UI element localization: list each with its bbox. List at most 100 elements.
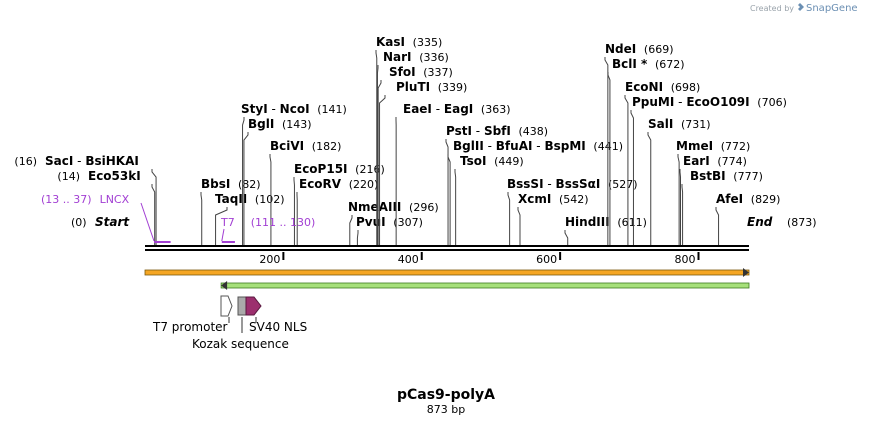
enzyme-label-part: SfoI — [389, 65, 416, 79]
enzyme-site-sfoi[interactable]: SfoI (337) — [377, 65, 453, 245]
enzyme-site-sali[interactable]: SalI (731) — [647, 117, 711, 245]
enzyme-site-styi[interactable]: StyI - NcoI (141) — [241, 102, 347, 245]
enzyme-label-part: (363) — [481, 103, 511, 116]
enzyme-label-kasi[interactable]: KasI (335) — [376, 35, 442, 49]
enzyme-site-tsoi[interactable]: TsoI (449) — [454, 154, 524, 245]
orange-forward-feature-bar[interactable] — [144, 269, 750, 276]
primer-label-t7[interactable]: T7 (111 .. 130) — [220, 213, 315, 230]
green-reverse-feature[interactable] — [220, 281, 750, 290]
enzyme-site-bglii[interactable]: BglII - BfuAI - BspMI (441) — [447, 139, 623, 245]
enzyme-label-bstbi[interactable]: BstBI (777) — [690, 169, 763, 183]
enzyme-label-sfoi[interactable]: SfoI (337) — [389, 65, 453, 79]
enzyme-label-pluti[interactable]: PluTI (339) — [396, 80, 467, 94]
enzyme-label-psti[interactable]: PstI - SbfI (438) — [446, 124, 548, 138]
enzyme-label-nmeaiii[interactable]: NmeAIII (296) — [348, 200, 439, 214]
enzyme-label-hindiii[interactable]: HindIII (611) — [565, 215, 647, 229]
enzyme-site-nari[interactable]: NarI (336) — [376, 50, 449, 245]
enzyme-label-bcli[interactable]: BclI * (672) — [612, 57, 685, 71]
enzyme-label-styi[interactable]: StyI - NcoI (141) — [241, 102, 347, 116]
enzyme-cut-line-bsssi — [507, 192, 511, 245]
enzyme-site-afei[interactable]: AfeI (829) — [715, 192, 780, 245]
plasmid-title: pCas9-polyA — [397, 387, 495, 403]
enzyme-label-part: (438) — [519, 125, 549, 138]
enzyme-site-nmeaiii[interactable]: NmeAIII (296) — [348, 200, 439, 245]
enzyme-site-ecorv[interactable]: EcoRV (220) — [296, 177, 378, 245]
enzyme-label-part: (307) — [393, 216, 423, 229]
enzyme-cut-line-bbsi — [200, 192, 203, 245]
enzyme-label-tsoi[interactable]: TsoI (449) — [460, 154, 524, 168]
enzyme-label-part: (527) — [608, 178, 638, 191]
enzyme-label-mmei[interactable]: MmeI (772) — [676, 139, 750, 153]
enzyme-site-eco53ki[interactable]: Eco53kI(14) — [57, 169, 156, 245]
enzyme-label-ecorv[interactable]: EcoRV (220) — [299, 177, 378, 191]
start-label[interactable]: Start — [95, 215, 130, 229]
enzyme-label-pvui[interactable]: PvuI (307) — [356, 215, 423, 229]
end-label[interactable]: End — [747, 215, 773, 229]
enzyme-site-ppumi[interactable]: PpuMI - EcoO109I (706) — [630, 95, 787, 245]
enzyme-site-ndei[interactable]: NdeI (669) — [604, 42, 674, 245]
enzyme-site-econi[interactable]: EcoNI (698) — [624, 80, 700, 245]
enzyme-site-bgli[interactable]: BglI (143) — [243, 117, 312, 245]
enzyme-label-part: BfuAI — [496, 139, 533, 153]
ruler-tick-label-600: 600 — [536, 253, 557, 266]
enzyme-label-afei[interactable]: AfeI (829) — [716, 192, 780, 206]
enzyme-site-bcli[interactable]: BclI * (672) — [607, 57, 685, 245]
enzyme-label-bbsi[interactable]: BbsI (82) — [201, 177, 261, 191]
enzyme-site-xcmi[interactable]: XcmI (542) — [517, 192, 589, 245]
enzyme-label-bsssi[interactable]: BssSI - BssSαI (527) — [507, 177, 638, 191]
start-position: (0) — [71, 216, 87, 229]
enzyme-label-eari[interactable]: EarI (774) — [683, 154, 747, 168]
enzyme-label-sali[interactable]: SalI (731) — [648, 117, 711, 131]
t7-promoter-arrow-icon[interactable] — [220, 295, 233, 317]
enzyme-label-eco53ki[interactable]: Eco53kI — [88, 169, 141, 183]
enzyme-site-taqii[interactable]: TaqII (102) — [215, 192, 285, 245]
enzyme-label-ecop15i[interactable]: EcoP15I (216) — [294, 162, 385, 176]
enzyme-site-pluti[interactable]: PluTI (339) — [379, 80, 468, 245]
enzyme-cut-line-pvui — [356, 230, 359, 245]
enzyme-site-eari[interactable]: EarI (774) — [679, 154, 747, 245]
green-reverse-feature-bar[interactable] — [220, 282, 750, 289]
enzyme-label-part: (335) — [413, 36, 443, 49]
enzyme-site-mmei[interactable]: MmeI (772) — [676, 139, 750, 245]
enzyme-label-ndei[interactable]: NdeI (669) — [605, 42, 674, 56]
ruler-tick-label-400: 400 — [398, 253, 419, 266]
sv40-nls-arrow-icon[interactable] — [245, 296, 262, 316]
enzyme-site-bstbi[interactable]: BstBI (777) — [681, 169, 763, 245]
enzyme-cut-line-nmeaiii — [349, 215, 353, 245]
enzyme-label-nari[interactable]: NarI (336) — [383, 50, 449, 64]
small-feature-group[interactable] — [220, 295, 262, 333]
enzyme-label-part: - — [77, 154, 81, 168]
enzyme-site-hindiii[interactable]: HindIII (611) — [564, 215, 647, 245]
enzyme-label-eaei[interactable]: EaeI - EagI (363) — [403, 102, 511, 116]
enzyme-cut-line-xcmi — [517, 207, 521, 245]
orange-forward-feature[interactable] — [144, 268, 750, 277]
enzyme-label-part: - — [476, 124, 480, 138]
enzyme-site-kasi[interactable]: KasI (335) — [375, 35, 442, 245]
enzyme-site-bbsi[interactable]: BbsI (82) — [200, 177, 261, 245]
enzyme-label-xcmi[interactable]: XcmI (542) — [518, 192, 589, 206]
enzyme-site-bsssi[interactable]: BssSI - BssSαI (527) — [507, 177, 638, 245]
enzyme-label-saci[interactable]: SacI - BsiHKAI — [45, 154, 139, 168]
enzyme-label-taqii[interactable]: TaqII (102) — [215, 192, 285, 206]
enzyme-label-bgli[interactable]: BglI (143) — [248, 117, 312, 131]
kozak-sequence-box[interactable] — [237, 296, 247, 316]
enzyme-label-bcivi[interactable]: BciVI (182) — [270, 139, 341, 153]
enzyme-label-econi[interactable]: EcoNI (698) — [625, 80, 700, 94]
enzyme-site-pvui[interactable]: PvuI (307) — [356, 215, 423, 245]
primer-label-lncx[interactable]: (13 .. 37) LNCX — [41, 190, 130, 207]
enzyme-site-saci[interactable]: SacI - BsiHKAI(16) — [14, 154, 157, 245]
brand-text: SnapGene — [806, 3, 858, 14]
enzyme-label-part: SalI — [648, 117, 673, 131]
enzyme-label-part: (182) — [312, 140, 342, 153]
enzyme-site-psti[interactable]: PstI - SbfI (438) — [445, 124, 548, 245]
enzyme-label-ppumi[interactable]: PpuMI - EcoO109I (706) — [632, 95, 787, 109]
primer-t7[interactable]: T7 (111 .. 130) — [220, 213, 315, 243]
enzyme-site-eaei[interactable]: EaeI - EagI (363) — [395, 102, 511, 245]
primer-leader-t7 — [221, 228, 225, 242]
enzyme-label-bglii[interactable]: BglII - BfuAI - BspMI (441) — [453, 139, 623, 153]
primer-lncx[interactable]: (13 .. 37) LNCX — [41, 190, 171, 243]
enzyme-label-part: SbfI — [484, 124, 511, 138]
enzyme-site-bcivi[interactable]: BciVI (182) — [269, 139, 341, 245]
